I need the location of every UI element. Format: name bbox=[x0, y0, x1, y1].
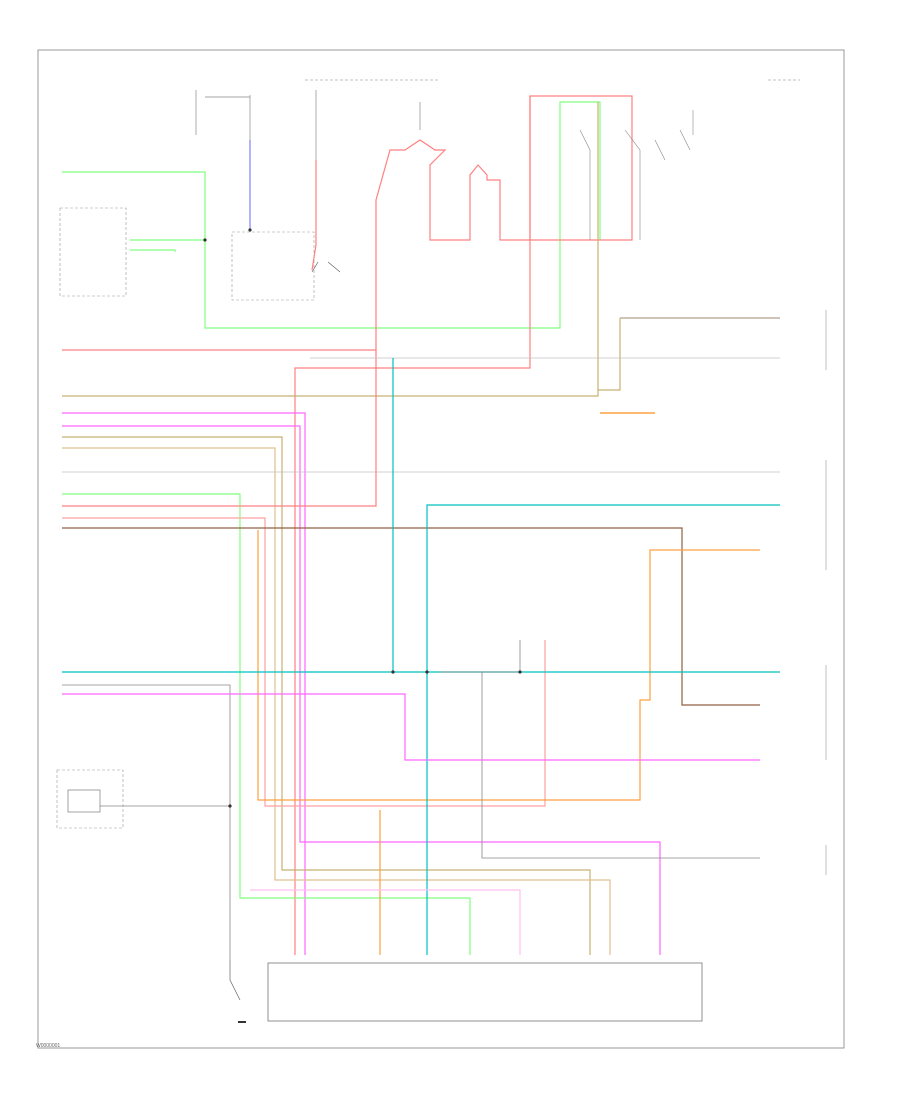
gray-wire-858 bbox=[481, 672, 760, 859]
relay-switch-1 bbox=[579, 129, 591, 240]
brown-wire bbox=[62, 527, 760, 706]
red-wire-top-loop bbox=[62, 95, 633, 351]
relay-switch-3 bbox=[654, 139, 666, 161]
splice-dot bbox=[228, 804, 232, 808]
cyan-wire-vertical-2 bbox=[426, 504, 780, 955]
splice-dot bbox=[248, 228, 252, 232]
splice-dot bbox=[391, 670, 395, 674]
pcm-module-box bbox=[267, 962, 703, 1022]
pink-wire-mid bbox=[62, 517, 546, 807]
magenta-wire-1 bbox=[62, 412, 306, 955]
gray-wire-sensor bbox=[440, 640, 521, 673]
lightpink-wire-low bbox=[250, 889, 521, 955]
center-switch-box bbox=[231, 231, 315, 301]
green-wire-top-2 bbox=[130, 249, 176, 252]
splice-dot bbox=[203, 238, 207, 242]
magenta-wire-2 bbox=[62, 425, 661, 955]
red-wire-fuse3 bbox=[311, 160, 317, 271]
diagram-footer-code: W0000001 bbox=[36, 1043, 61, 1049]
ground-switch bbox=[229, 960, 241, 1001]
diagram-border bbox=[37, 49, 845, 1049]
sensor-element bbox=[67, 789, 101, 813]
magenta-wire-lower bbox=[62, 693, 760, 761]
tan-wire-right bbox=[598, 318, 621, 391]
left-relay-box bbox=[59, 207, 127, 297]
red-wire-main-drop bbox=[294, 96, 531, 955]
tan-wire-top bbox=[62, 102, 599, 397]
gray-wire-685 bbox=[62, 684, 231, 960]
sensor-box bbox=[56, 769, 124, 829]
red-wire-mid bbox=[62, 350, 377, 507]
splice-dot bbox=[518, 670, 522, 674]
relay-switch-2 bbox=[624, 129, 641, 240]
tan-wire-3 bbox=[62, 447, 611, 955]
green-wire-mid bbox=[62, 493, 471, 955]
tan-wire-2 bbox=[62, 436, 591, 955]
green-wire-top-1 bbox=[62, 171, 206, 241]
switch-contact-1 bbox=[311, 261, 319, 273]
switch-contact-2 bbox=[327, 261, 341, 273]
splice-dot bbox=[425, 670, 429, 674]
green-wire-loop bbox=[204, 101, 601, 329]
relay-switch-4 bbox=[679, 129, 691, 151]
orange-wire-right bbox=[257, 530, 760, 801]
